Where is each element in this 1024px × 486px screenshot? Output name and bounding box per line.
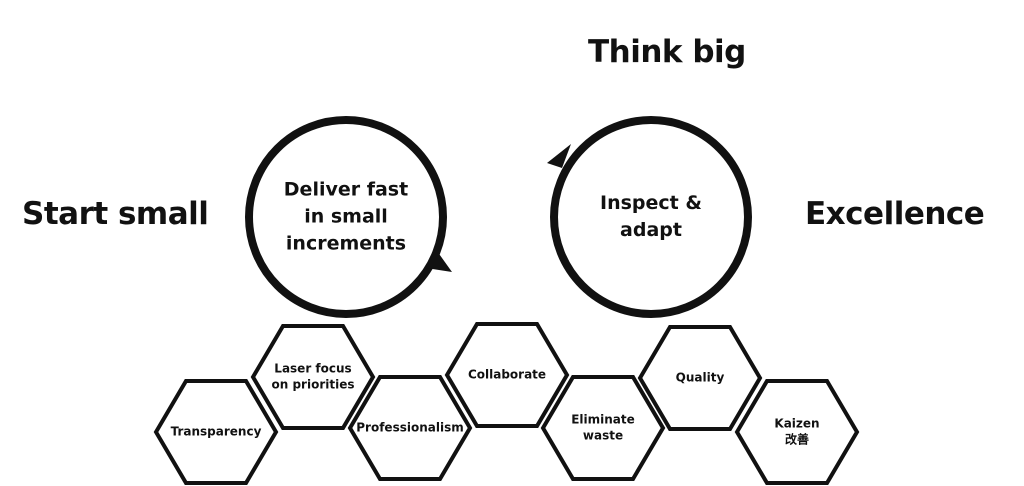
cycle-ring bbox=[245, 116, 447, 318]
hexagon-label: Kaizen bbox=[774, 417, 819, 431]
cycle-circle: Deliver fast in small increments bbox=[245, 116, 452, 318]
cycle-label: Inspect & bbox=[600, 192, 702, 214]
hexagon-label: Quality bbox=[676, 371, 725, 385]
hexagon-shape bbox=[250, 324, 376, 430]
hexagon-shape bbox=[637, 325, 763, 431]
hexagon-shape bbox=[734, 379, 860, 485]
cycle-label: in small bbox=[304, 206, 388, 228]
hexagon-shape bbox=[347, 375, 473, 481]
cycle-layer: Deliver fast in small increments Inspect & a… bbox=[245, 116, 752, 318]
cycle-ring bbox=[550, 116, 752, 318]
start-small-label: Start small bbox=[22, 196, 209, 232]
cycle-label: increments bbox=[286, 233, 406, 255]
cycle-circle: Inspect & adapt bbox=[547, 116, 752, 318]
hexagon-label: Transparency bbox=[171, 425, 262, 439]
hexagon-label: waste bbox=[583, 429, 623, 443]
cycle-arrowhead-icon bbox=[426, 251, 452, 272]
hexagon-label: 改善 bbox=[785, 432, 809, 447]
hexagon-label: Professionalism bbox=[356, 421, 463, 435]
hexagon-label: Collaborate bbox=[468, 368, 546, 382]
hexagon-label: Eliminate bbox=[571, 413, 635, 427]
value-hexagon: Professionalism bbox=[347, 375, 473, 481]
excellence-label: Excellence bbox=[805, 196, 985, 232]
value-hexagon: Laser focus on priorities bbox=[250, 324, 376, 430]
value-hexagon: Collaborate bbox=[444, 322, 570, 428]
hexagon-label: on priorities bbox=[272, 378, 355, 392]
hexagon-layer: Transparency Laser focus on prioritiesProf… bbox=[153, 322, 860, 485]
hexagon-shape bbox=[444, 322, 570, 428]
hexagon-shape bbox=[540, 375, 666, 481]
hexagon-shape bbox=[153, 379, 279, 485]
value-hexagon: Quality bbox=[637, 325, 763, 431]
cycle-arrowhead-icon bbox=[547, 144, 571, 168]
think-big-label: Think big bbox=[588, 34, 746, 70]
cycle-label: adapt bbox=[620, 219, 682, 241]
cycle-label: Deliver fast bbox=[284, 179, 408, 201]
value-hexagon: Transparency bbox=[153, 379, 279, 485]
hexagon-label: Laser focus bbox=[274, 362, 351, 376]
value-hexagon: Eliminate waste bbox=[540, 375, 666, 481]
